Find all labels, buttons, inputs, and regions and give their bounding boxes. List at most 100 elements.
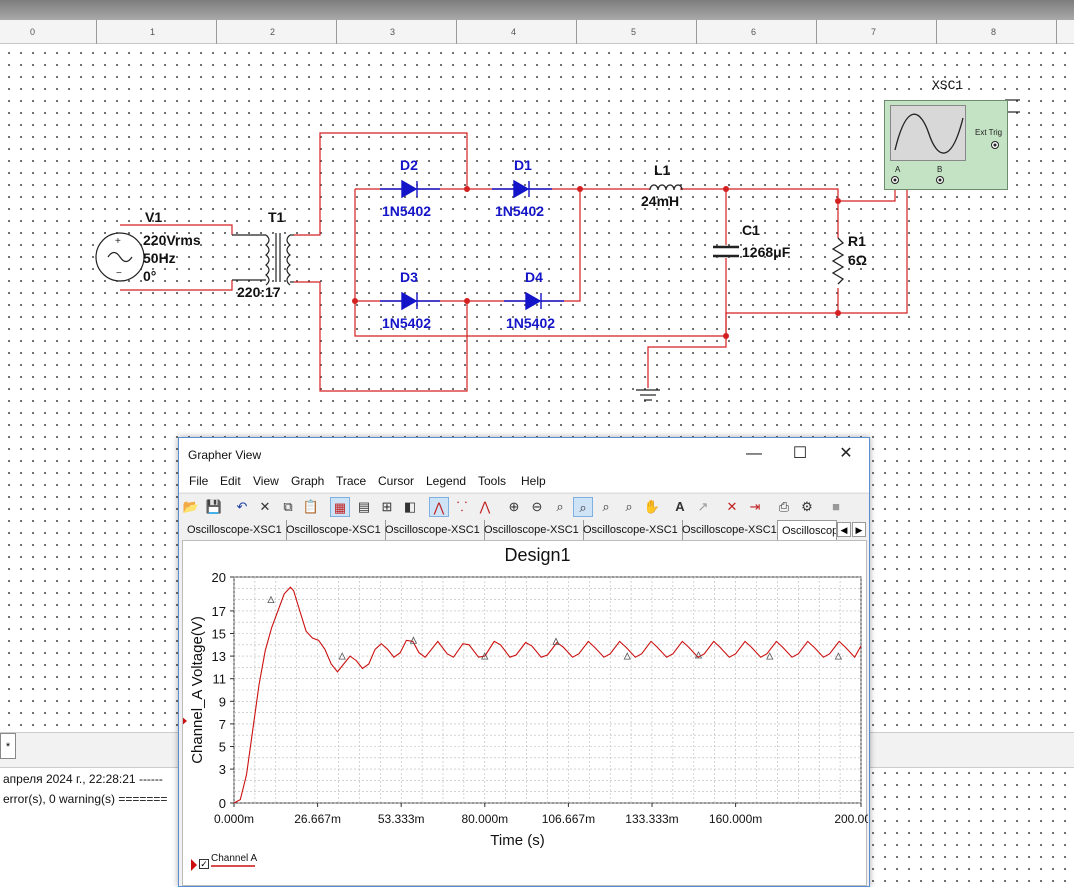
print-icon[interactable]: ⎙ xyxy=(778,499,790,514)
marker-trace-icon[interactable]: ⋀ xyxy=(479,499,491,514)
text-icon[interactable]: A xyxy=(675,499,685,514)
ruler-number: 4 xyxy=(511,27,517,37)
zoom-area-icon[interactable]: ⌕ xyxy=(556,499,564,514)
menu-graph[interactable]: Graph xyxy=(291,474,325,488)
ruler-number: 0 xyxy=(30,27,36,37)
ruler-number: 1 xyxy=(150,27,156,37)
scope-screen-icon xyxy=(890,105,966,161)
y-tick-label: 3 xyxy=(219,762,226,777)
tab-oscilloscope[interactable]: Oscilloscope-XSC1 xyxy=(579,520,683,540)
close-button[interactable]: ✕ xyxy=(839,445,853,462)
ruler-tick xyxy=(336,20,337,44)
d3-name: D3 xyxy=(400,269,418,285)
cursors-icon[interactable]: ⊞ xyxy=(381,499,393,514)
d2-part: 1N5402 xyxy=(382,203,432,219)
d2-name: D2 xyxy=(400,157,418,173)
point-trace-icon[interactable]: ⸪ xyxy=(456,499,468,514)
maximize-button[interactable]: ☐ xyxy=(792,445,808,462)
ext-trig-label: Ext Trig xyxy=(975,128,1003,137)
d1-part: 1N5402 xyxy=(495,203,545,219)
stop-icon: ■ xyxy=(832,499,840,514)
scope-terminals-icon xyxy=(891,141,999,184)
grapher-titlebar[interactable]: Grapher View — ☐ ✕ xyxy=(179,438,869,470)
circuit-wiring: + − xyxy=(95,99,1020,401)
zoom-full-icon[interactable]: ⌕ xyxy=(625,499,633,514)
properties-icon[interactable]: ⚙ xyxy=(801,499,813,514)
voltage-source-symbol: + − xyxy=(95,232,145,282)
minimize-button[interactable]: — xyxy=(746,445,762,462)
pan-icon[interactable]: ✋ xyxy=(643,499,661,514)
overlay-icon[interactable]: ✕ xyxy=(726,499,738,514)
trace-marker xyxy=(267,595,275,603)
ruler-number: 6 xyxy=(751,27,757,37)
open-icon[interactable]: 📂 xyxy=(182,499,200,514)
r1-value: 6Ω xyxy=(848,252,868,268)
channel-b-label: B xyxy=(937,165,943,174)
tab-oscilloscope[interactable]: Oscilloscope-XSC1 xyxy=(678,520,782,540)
zoom-out-icon[interactable]: ⊖ xyxy=(531,499,543,514)
menu-edit[interactable]: Edit xyxy=(220,474,241,488)
spreadsheet-log: апреля 2024 г., 22:28:21 ------ error(s)… xyxy=(0,768,180,887)
line-trace-icon[interactable]: ⋀ xyxy=(429,497,449,517)
t1-ratio: 220:17 xyxy=(237,284,281,300)
ruler-tick xyxy=(216,20,217,44)
tab-scroll-right-icon[interactable]: ▶ xyxy=(852,522,866,537)
zoom-x-icon[interactable]: ⌕ xyxy=(573,497,593,517)
oscilloscope-xsc1[interactable]: Ext Trig A B xyxy=(884,100,1008,190)
export-icon[interactable]: ⇥ xyxy=(749,499,761,514)
menu-view[interactable]: View xyxy=(253,474,279,488)
menu-trace[interactable]: Trace xyxy=(336,474,367,488)
ruler-number: 5 xyxy=(631,27,637,37)
cut-icon[interactable]: ✕ xyxy=(259,499,271,514)
ruler-number: 7 xyxy=(871,27,877,37)
grid-icon[interactable]: ▦ xyxy=(330,497,350,517)
ruler-tick xyxy=(456,20,457,44)
copy-icon[interactable]: ⧉ xyxy=(283,499,293,514)
ruler-tick xyxy=(696,20,697,44)
legend-icon[interactable]: ▤ xyxy=(357,499,371,514)
tab-oscilloscope-active[interactable]: Oscilloscop xyxy=(777,520,837,540)
d4-name: D4 xyxy=(525,269,543,285)
x-tick-label: 26.667m xyxy=(294,812,341,826)
menu-tools[interactable]: Tools xyxy=(478,474,507,488)
x-tick-label: 53.333m xyxy=(378,812,425,826)
ruler-tick xyxy=(1056,20,1057,44)
label-icon: ↗ xyxy=(697,499,709,514)
menu-file[interactable]: File xyxy=(189,474,209,488)
chart-title: Design1 xyxy=(504,545,570,565)
tab-oscilloscope[interactable]: Oscilloscope-XSC1 xyxy=(381,520,485,540)
paste-icon[interactable]: 📋 xyxy=(302,499,320,514)
save-icon[interactable]: 💾 xyxy=(205,499,223,514)
reverse-colors-icon[interactable]: ◧ xyxy=(403,499,417,514)
zoom-y-icon[interactable]: ⌕ xyxy=(602,499,610,514)
trace-marker xyxy=(834,652,843,660)
x-tick-label: 0.000m xyxy=(214,812,254,826)
menu-help[interactable]: Help xyxy=(521,474,546,488)
tab-scroll-left-icon[interactable]: ◀ xyxy=(837,522,851,537)
cursor-marker xyxy=(183,717,187,725)
tab-oscilloscope[interactable]: Oscilloscope-XSC1 xyxy=(282,520,386,540)
y-axis-label: Channel_A Voltage(V) xyxy=(189,616,206,764)
t1-name: T1 xyxy=(268,209,285,225)
channel-a-checkbox[interactable]: ✓ xyxy=(199,859,209,869)
ruler-tick xyxy=(816,20,817,44)
grapher-view-window[interactable]: Grapher View — ☐ ✕ File Edit View Graph … xyxy=(178,437,870,887)
trace-marker xyxy=(623,652,631,660)
ruler-number: 2 xyxy=(270,27,276,37)
sheet-tab[interactable]: * xyxy=(0,733,16,759)
tab-oscilloscope[interactable]: Oscilloscope-XSC1 xyxy=(183,520,287,540)
tab-oscilloscope[interactable]: Oscilloscope-XSC1 xyxy=(480,520,584,540)
v1-phase: 0° xyxy=(143,268,157,284)
zoom-in-icon[interactable]: ⊕ xyxy=(508,499,520,514)
trace-marker xyxy=(338,652,346,660)
undo-icon[interactable]: ↶ xyxy=(236,499,248,514)
x-axis-label: Time (s) xyxy=(490,832,544,849)
sheet-ruler: 0 1 2 3 4 5 6 7 8 xyxy=(0,20,1074,44)
menu-legend[interactable]: Legend xyxy=(426,474,467,488)
d3-part: 1N5402 xyxy=(382,315,432,331)
menu-cursor[interactable]: Cursor xyxy=(378,474,415,488)
c1-value: 1268μF xyxy=(742,244,791,260)
trace-marker xyxy=(481,652,489,660)
